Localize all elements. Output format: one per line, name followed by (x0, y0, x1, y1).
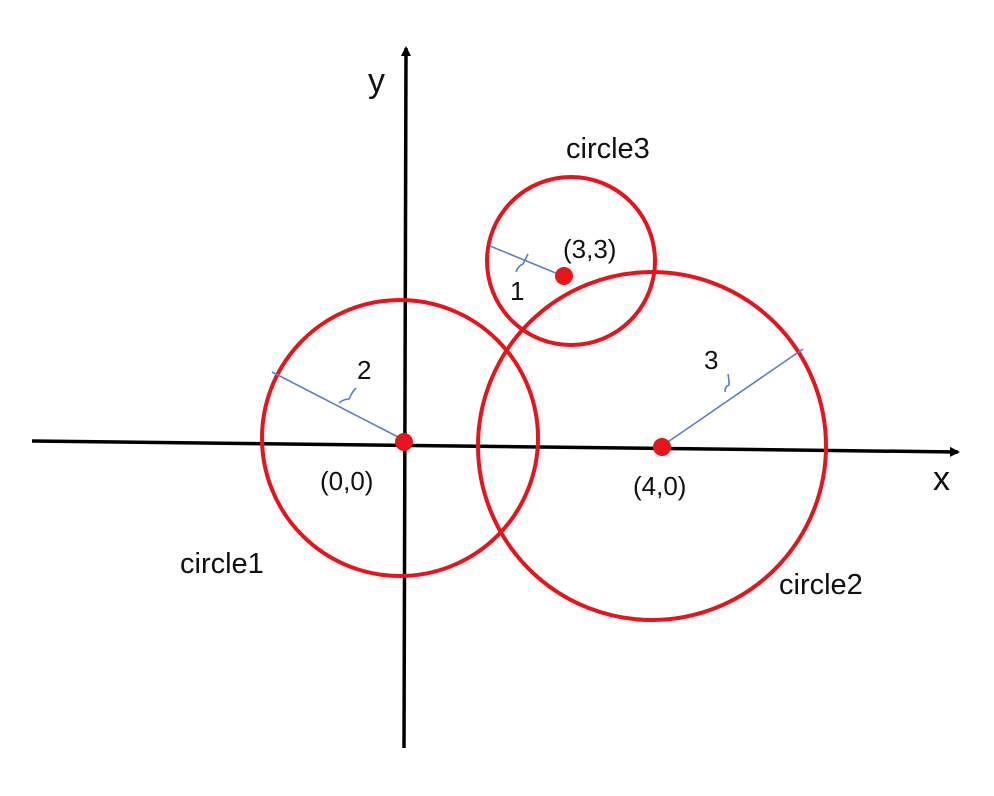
x-axis (31, 439, 960, 457)
circle3-name-label: circle3 (566, 133, 650, 165)
circle2-group: 3 (4,0) circle2 (476, 270, 863, 622)
circle1-radius-label: 2 (357, 355, 371, 385)
circle3-radius-brace (515, 253, 529, 273)
circle2-center-point (653, 438, 671, 456)
circle1-group: 2 (0,0) circle1 (180, 298, 540, 580)
circle1-center-point (395, 433, 413, 451)
circle1-name-label: circle1 (180, 548, 264, 580)
circle3-outline (485, 175, 657, 347)
circle2-outline (476, 270, 828, 622)
circle3-center-label: (3,3) (563, 234, 616, 264)
circle3-radius-label: 1 (510, 276, 524, 306)
circle2-center-label: (4,0) (633, 471, 686, 501)
circle3-center-point (555, 267, 573, 285)
y-axis-label: y (368, 62, 385, 100)
circle3-radius-line (489, 245, 564, 277)
circle1-outline (260, 298, 540, 578)
y-axis (400, 46, 411, 749)
circle2-radius-label: 3 (704, 345, 718, 375)
circle2-radius-brace (724, 373, 730, 393)
circle1-center-label: (0,0) (320, 466, 373, 496)
x-axis-label: x (933, 460, 950, 498)
circle1-radius-brace (338, 387, 357, 404)
circle2-name-label: circle2 (779, 569, 863, 601)
circle2-radius-line (661, 348, 804, 447)
circle3-group: 1 (3,3) circle3 (485, 133, 657, 347)
circle1-radius-line (271, 371, 401, 439)
